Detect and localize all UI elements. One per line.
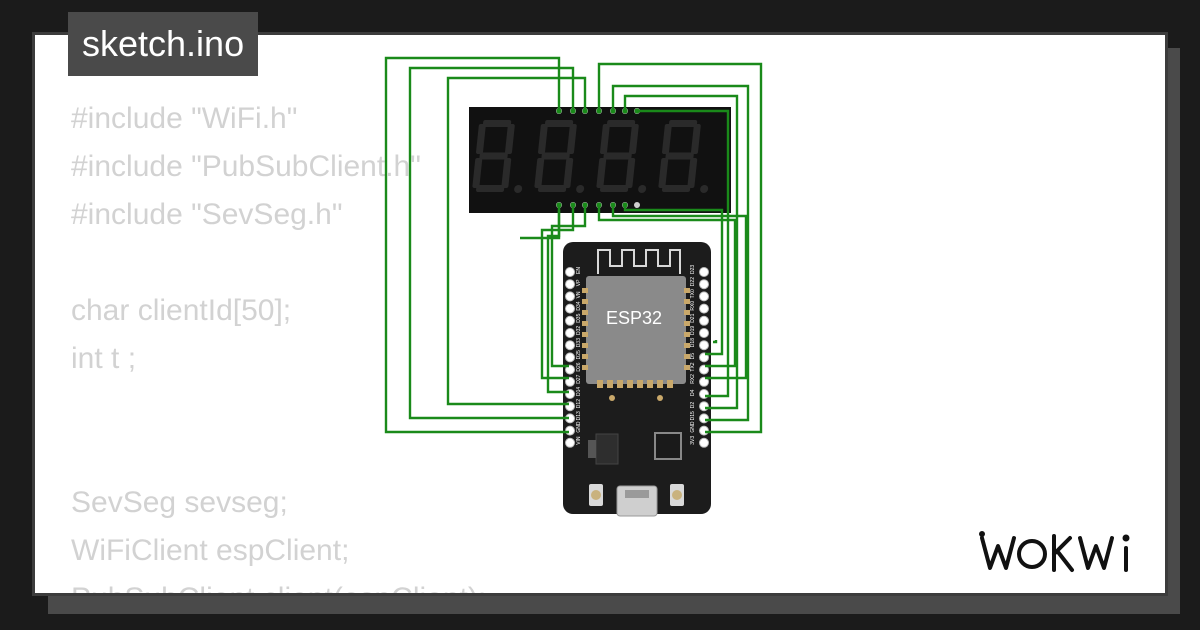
wire — [446, 76, 587, 406]
pin-label: D22 — [690, 277, 696, 286]
pin-label: RX2 — [690, 374, 696, 384]
wire — [546, 210, 569, 394]
pin-left-d33[interactable] — [565, 340, 575, 351]
esp32-module — [586, 276, 686, 384]
pin-label: D35 — [576, 313, 582, 322]
code-line: SevSeg sevseg; — [71, 486, 288, 519]
pin-label: D14 — [576, 387, 582, 396]
pin-label: TX0 — [690, 289, 696, 298]
sketch-filename[interactable]: sketch.ino — [68, 12, 259, 76]
pin-left-d27[interactable] — [565, 376, 575, 387]
pin-label: D2 — [690, 402, 696, 409]
pin-right-d21[interactable] — [699, 315, 709, 326]
display-digit — [596, 120, 647, 193]
display-digit — [658, 120, 709, 193]
code-line: WiFiClient espClient; — [71, 534, 350, 567]
wire — [597, 62, 763, 434]
wire — [713, 340, 718, 344]
pin-label: VP — [576, 279, 582, 286]
pin-right-d18[interactable] — [699, 340, 709, 351]
wire — [623, 94, 739, 410]
usb-chip — [654, 432, 682, 460]
wire — [611, 205, 748, 380]
pin-left-d32[interactable] — [565, 328, 575, 338]
pin-label: D33 — [576, 338, 582, 347]
pin-label: D15 — [690, 411, 696, 420]
pin-right-rx0[interactable] — [699, 303, 709, 314]
wire — [611, 84, 750, 422]
pin-label: 3V3 — [690, 436, 696, 445]
pin-label: EN — [576, 267, 582, 274]
display-digit — [472, 120, 523, 193]
wire — [597, 205, 737, 368]
pin-label: TX2 — [690, 362, 696, 371]
display-digit — [534, 120, 585, 193]
pin-right-3v3[interactable] — [699, 437, 709, 448]
code-line: #include "WiFi.h" — [71, 102, 298, 135]
pin-label: VIN — [576, 436, 582, 445]
pin-left-en[interactable] — [565, 267, 575, 277]
pin-label: D19 — [690, 326, 696, 335]
pin-right-d23[interactable] — [699, 267, 709, 277]
pin-left-d34[interactable] — [565, 303, 575, 314]
pin-left-vp[interactable] — [565, 279, 575, 290]
pin-label: D4 — [690, 389, 696, 396]
pin-label: D12 — [576, 399, 582, 408]
code-line: int t ; — [71, 342, 137, 375]
pin-label: VN — [576, 291, 582, 298]
pin-left-d25[interactable] — [565, 352, 575, 363]
code-line: char clientId[50]; — [71, 294, 292, 327]
pin-label: RX0 — [690, 301, 696, 311]
seven-segment-display[interactable] — [469, 107, 731, 213]
wire — [384, 56, 569, 434]
pin-label: D5 — [690, 353, 696, 360]
pin-right-tx0[interactable] — [699, 291, 709, 302]
pin-label: D32 — [576, 326, 582, 335]
pin-right-d15[interactable] — [699, 413, 709, 424]
wires — [384, 56, 763, 434]
pin-right-tx2[interactable] — [699, 364, 709, 375]
pin-left-gnd[interactable] — [565, 425, 575, 436]
pin-label: D21 — [690, 313, 696, 322]
chip-label: ESP32 — [606, 308, 662, 328]
pin-label: D25 — [576, 350, 582, 359]
wire — [550, 205, 587, 368]
pin-label: D34 — [576, 301, 582, 310]
pin-label: GND — [690, 421, 696, 433]
voltage-regulator — [595, 433, 619, 465]
pin-left-vn[interactable] — [565, 291, 575, 302]
pin-label: GND — [576, 421, 582, 433]
pin-right-d19[interactable] — [699, 328, 709, 338]
boot-button[interactable] — [670, 484, 684, 506]
esp32-board[interactable]: ESP32 ENVPVND34D35D32D33D25D26D27D14D12D… — [563, 242, 711, 517]
pin-left-d35[interactable] — [565, 315, 575, 326]
pin-label: D23 — [690, 265, 696, 274]
en-button[interactable] — [589, 484, 603, 506]
pin-right-gnd[interactable] — [699, 425, 709, 436]
wire — [623, 205, 724, 356]
pin-label: D27 — [576, 374, 582, 383]
code-preview: #include "WiFi.h" #include "PubSubClient.… — [71, 95, 486, 593]
wire — [540, 205, 575, 380]
code-line: #include "SevSeg.h" — [71, 198, 343, 231]
pin-label: D18 — [690, 338, 696, 347]
pin-right-rx2[interactable] — [699, 376, 709, 387]
pin-label: D26 — [576, 362, 582, 371]
code-line: #include "PubSubClient.h" — [71, 150, 421, 183]
code-line: PubSubClient client(espClient); — [71, 575, 486, 593]
wire — [637, 109, 730, 398]
pin-left-vin[interactable] — [565, 437, 575, 448]
pin-label: D13 — [576, 411, 582, 420]
wokwi-logo[interactable] — [976, 526, 1152, 578]
wire — [408, 66, 575, 420]
pin-right-d22[interactable] — [699, 279, 709, 290]
pin-right-d2[interactable] — [699, 401, 709, 412]
pin-left-d26[interactable] — [565, 364, 575, 375]
